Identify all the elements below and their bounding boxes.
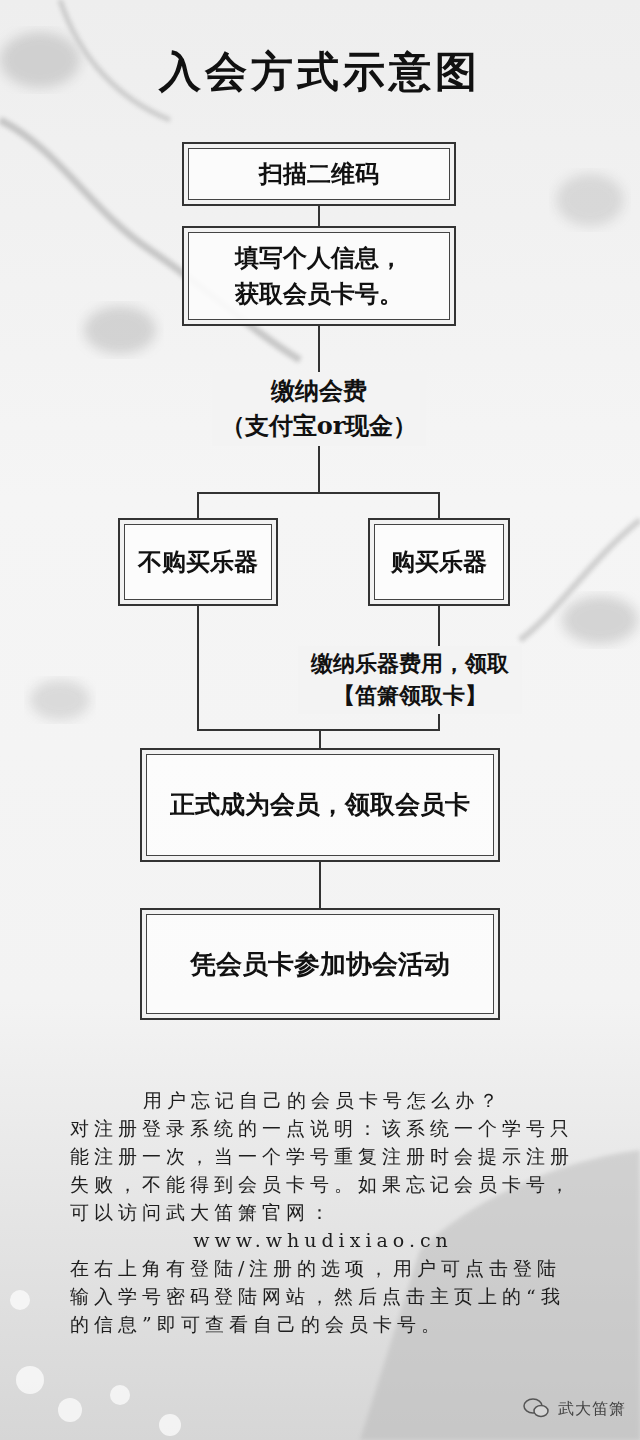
ink-blot (30, 680, 90, 720)
box-text: 不购买乐器 (138, 544, 258, 580)
ink-blot (556, 174, 624, 226)
ink-blot (84, 306, 156, 354)
box-text: 购买乐器 (391, 544, 487, 580)
box-content: 正式成为会员，领取会员卡 (170, 786, 470, 824)
choice-box: 不购买乐器 (118, 518, 278, 606)
box-text: 凭会员卡参加协会活动 (190, 945, 450, 984)
box-text: 填写个人信息， 获取会员卡号。 (198, 240, 440, 312)
diagram-title: 入会方式示意图 (20, 44, 620, 100)
box-content: 购买乐器 (391, 544, 487, 580)
process-box: 填写个人信息， 获取会员卡号。 (182, 226, 456, 326)
note-text: 在右上角有登陆/注册的选项，用户可点击登陆输入学号密码登陆网站，然后点击主页上的… (70, 1254, 576, 1338)
connector-line (318, 206, 320, 226)
end-box: 凭会员卡参加协会活动 (140, 908, 500, 1020)
box-content: 扫描二维码 (259, 156, 379, 192)
ink-branch (0, 0, 640, 720)
note-block: 用户忘记自己的会员卡号怎么办？对注册登录系统的一点说明：该系统一个学号只能注册一… (70, 1086, 576, 1338)
icon-bubble (534, 1406, 548, 1417)
choice-box: 购买乐器 (368, 518, 510, 606)
ink-blot (562, 596, 638, 644)
note-text: 对注册登录系统的一点说明：该系统一个学号只能注册一次，当一个学号重复注册时会提示… (70, 1114, 576, 1226)
ink-blot (0, 32, 80, 88)
blossoms (10, 1290, 181, 1436)
box-content: 凭会员卡参加协会活动 (190, 945, 450, 984)
connector-label: 缴纳乐器费用，领取 【笛箫领取卡】 (298, 646, 522, 714)
box-content: 填写个人信息， 获取会员卡号。 (198, 240, 440, 312)
blossom (58, 1398, 82, 1422)
box-text: 正式成为会员，领取会员卡 (170, 786, 470, 824)
note-heading: 用户忘记自己的会员卡号怎么办？ (70, 1086, 576, 1114)
wechat-icon (524, 1399, 548, 1417)
connector-line (319, 862, 321, 908)
box-content: 不购买乐器 (138, 544, 258, 580)
blossom (16, 1366, 44, 1394)
blossom (10, 1290, 30, 1310)
blossom (110, 1385, 130, 1405)
blossom (159, 1414, 181, 1436)
website-url: www.whudixiao.cn (70, 1226, 576, 1254)
box-text: 扫描二维码 (259, 156, 379, 192)
process-box: 正式成为会员，领取会员卡 (140, 748, 500, 862)
connector-label: 缴纳会费 （支付宝or现金） (212, 372, 426, 446)
watermark: 武大笛箫 (558, 1399, 626, 1420)
start-box: 扫描二维码 (182, 142, 456, 206)
